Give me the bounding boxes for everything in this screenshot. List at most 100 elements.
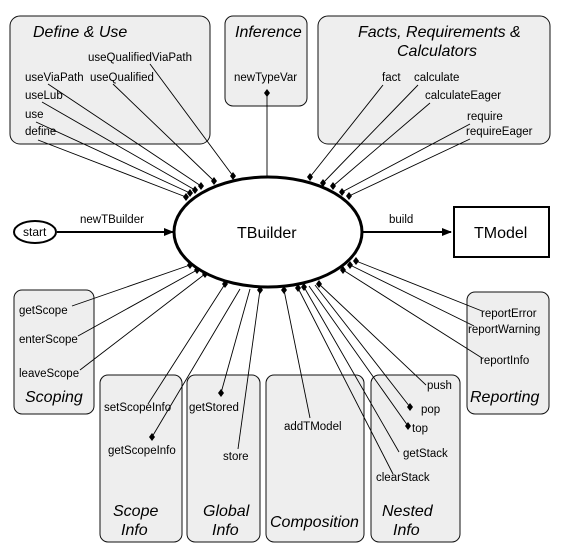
build-label: build [389,214,413,226]
diamond-top [405,422,411,430]
edge-reportWarning [349,264,475,327]
diamond-pop [407,403,413,411]
edge-define [37,139,187,198]
diamond-use [187,189,193,197]
newTBuilder-label: newTBuilder [80,214,144,226]
tmodel-node [453,206,550,258]
op-newTypeVar: newTypeVar [234,72,297,84]
tmodel-label: TModel [474,225,527,242]
edge-top [308,285,409,427]
op-useLub: useLub [25,90,63,102]
op-useViaPath: useViaPath [25,72,84,84]
diamond-define [183,193,189,201]
edge-useLub [41,101,196,191]
diamond-useViaPath [198,182,204,190]
edge-pop [314,284,411,408]
op-clearStack: clearStack [376,472,430,484]
diamond-useQualifiedViaPath [230,172,236,180]
edge-calculateEager [332,102,431,187]
facts-title-line1: Facts, Requirements & [358,24,521,41]
op-getScope: getScope [19,305,68,317]
edge-useViaPath [47,83,202,187]
edge-fact [309,84,384,178]
diamond-requireEager [346,192,352,200]
edge-useQualifiedViaPath [149,63,234,177]
op-useQualifiedViaPath: useQualifiedViaPath [88,52,192,64]
op-push: push [427,380,452,392]
diamond-calculate [320,179,326,187]
op-top: top [412,423,428,435]
edge-requireEager [348,138,471,197]
edge-getScopeInfo [151,288,241,438]
edge-getStored [220,288,251,394]
edge-require [341,123,471,193]
diamond-getStored [218,389,224,397]
group-inference [224,15,308,107]
edge-getStack [303,286,400,453]
nested-info-title-line1: Nested [382,503,434,520]
op-addTModel: addTModel [284,421,342,433]
diamond-useQualified [211,177,217,185]
edge-clearStack [297,287,394,475]
op-useQualified: useQualified [90,72,154,84]
edge-addTModel [283,289,311,419]
op-getScopeInfo: getScopeInfo [108,445,176,457]
diamond-require [339,188,345,196]
edge-setScopeInfo [147,283,226,405]
diamond-newTypeVar [264,89,270,97]
op-fact: fact [382,72,401,84]
diamond-push [316,280,322,288]
facts-title-line2: Calculators [397,43,477,60]
op-reportWarning: reportWarning [468,324,540,336]
op-enterScope: enterScope [19,334,78,346]
edge-push [318,283,427,386]
diamond-fact [307,173,313,181]
connectors [35,63,483,475]
op-reportInfo: reportInfo [480,355,529,367]
edge-leaveScope [79,273,206,371]
op-use: use [25,109,44,121]
op-requireEager: requireEager [466,126,533,138]
scoping-title: Scoping [25,389,83,406]
nested-info-title-line2: Info [393,522,420,539]
op-require: require [467,111,503,123]
scope-info-title-line1: Scope [113,503,158,520]
op-getStored: getStored [189,402,239,414]
group-scope-info [99,374,183,543]
diamond-useLub [192,186,198,194]
edge-useQualified [112,83,215,182]
op-getStack: getStack [403,448,448,460]
diamond-addTModel [281,286,287,294]
op-setScopeInfo: setScopeInfo [104,402,171,414]
edge-getScope [71,264,191,307]
connector-ends [149,89,413,441]
op-calculateEager: calculateEager [425,90,501,102]
op-define: define [25,126,56,138]
op-store: store [223,451,249,463]
composition-title: Composition [270,514,359,531]
diamond-reportWarning [347,261,353,269]
edge-use [35,121,191,194]
op-pop: pop [421,404,440,416]
group-global-info [186,374,261,543]
group-facts [317,15,551,145]
edge-calculate [322,84,419,184]
diamond-reportError [353,257,359,265]
edge-reportError [355,260,483,312]
start-label: start [23,225,47,239]
group-scoping [13,289,95,415]
global-info-title-line2: Info [212,522,239,539]
group-composition [265,374,365,543]
edge-enterScope [77,269,198,337]
scope-info-title-line2: Info [121,522,148,539]
inference-title: Inference [235,24,302,41]
define-use-title: Define & Use [33,24,127,41]
diamond-getScopeInfo [149,433,155,441]
tbuilder-label: TBuilder [237,225,297,242]
start-node [13,220,57,244]
op-reportError: reportError [481,308,537,320]
diamond-getStack [301,283,307,291]
reporting-title: Reporting [470,389,539,406]
edge-store [237,289,261,450]
